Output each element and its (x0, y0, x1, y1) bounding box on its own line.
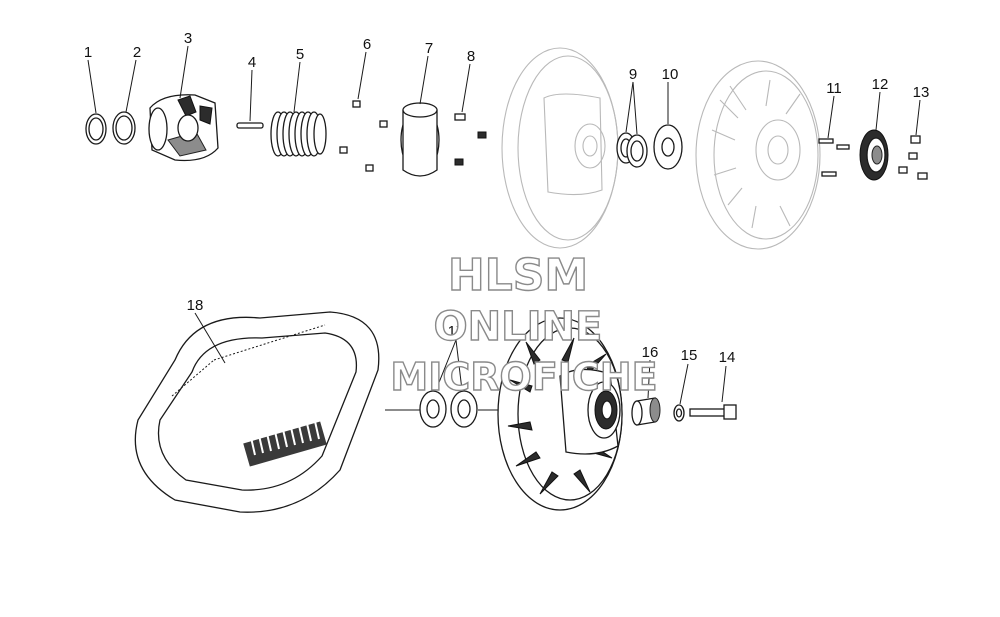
part-11-pins (818, 138, 850, 177)
callout-17: 17 (448, 323, 465, 340)
part-10-washer (653, 124, 683, 170)
callout-6: 6 (363, 36, 371, 53)
fixed-sheave-outline (501, 47, 619, 249)
callout-11: 11 (826, 80, 842, 97)
part-3-cam (148, 94, 219, 162)
part-4-pin (236, 122, 264, 129)
part-13-nuts (898, 135, 928, 180)
part-8-bolts (454, 113, 487, 166)
callout-2: 2 (133, 44, 141, 61)
watermark: HLSM ONLINE MICROFICHE (390, 249, 659, 399)
watermark-line-2: ONLINE (434, 304, 603, 350)
part-17-washers (385, 390, 500, 428)
leader-lines (87, 45, 921, 405)
part-5-spring (270, 111, 327, 157)
part-1-snap-ring (85, 113, 107, 145)
callout-7: 7 (425, 40, 433, 57)
belt-cogs (243, 416, 327, 467)
part-6-screws (339, 100, 388, 172)
callout-15: 15 (681, 347, 698, 364)
callout-3: 3 (184, 30, 192, 47)
part-18-drive-belt (134, 311, 380, 513)
part-16-spacer (631, 397, 661, 426)
callout-5: 5 (296, 46, 304, 63)
driven-clutch-sheave (497, 317, 623, 511)
callout-16: 16 (642, 344, 659, 361)
part-7-band (400, 102, 440, 177)
callout-18: 18 (187, 297, 204, 314)
part-9-washers (616, 132, 648, 168)
callout-1: 1 (84, 44, 92, 61)
callout-numbers: 1 2 3 4 5 6 7 8 9 10 11 12 13 14 15 16 1… (84, 30, 930, 366)
moveable-sheave-outline (695, 60, 821, 250)
callout-10: 10 (662, 66, 679, 83)
callout-14: 14 (719, 349, 736, 366)
callout-12: 12 (872, 76, 889, 93)
part-12-bearing (859, 129, 889, 181)
watermark-line-3: MICROFICHE (390, 355, 657, 399)
part-2-washer (112, 111, 136, 145)
part-15-washer (673, 404, 685, 422)
callout-4: 4 (248, 54, 256, 71)
callout-13: 13 (913, 84, 930, 101)
part-14-bolt (689, 404, 737, 420)
callout-9: 9 (629, 66, 637, 83)
watermark-line-1: HLSM (448, 250, 588, 301)
callout-8: 8 (467, 48, 475, 65)
